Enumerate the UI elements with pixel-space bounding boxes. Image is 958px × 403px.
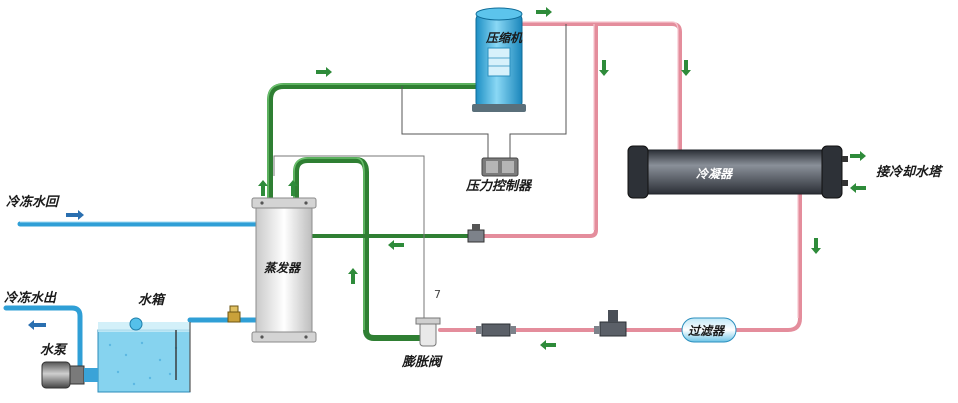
arrow-right-icon — [316, 67, 332, 77]
chilled-water-return-label: 冷冻水回 — [6, 194, 60, 210]
arrow-left-icon — [850, 183, 866, 193]
float-ball — [129, 317, 143, 331]
water-lines — [3, 221, 259, 375]
hot-gas-bypass-line — [478, 22, 598, 238]
chilled-water-out-label: 冷冻水出 — [4, 290, 57, 306]
water-pump-label: 水泵 — [40, 342, 68, 358]
pressure-controller[interactable]: 压力控制器 — [465, 157, 533, 194]
discharge-line-1 — [518, 22, 682, 152]
filter-label: 过滤器 — [688, 324, 726, 338]
suction-line-main — [267, 83, 487, 203]
arrow-left-icon — [388, 240, 404, 250]
liquid-line-condenser — [734, 190, 802, 332]
arrow-up-icon — [348, 268, 358, 284]
pressure-controller-label: 压力控制器 — [465, 178, 533, 194]
compressor-label: 压缩机 — [485, 31, 523, 45]
expansion-to-evaporator-line — [293, 157, 423, 341]
condenser-label: 冷凝器 — [696, 167, 734, 181]
arrow-down-icon — [681, 60, 691, 76]
expansion-valve-label: 膨胀阀 — [401, 354, 443, 370]
arrow-left-icon — [28, 320, 46, 330]
arrow-down-icon — [599, 60, 609, 76]
compressor[interactable]: 压缩机 — [472, 7, 526, 112]
water-tank[interactable]: 水箱 — [97, 292, 191, 393]
arrow-down-icon — [811, 238, 821, 254]
condenser[interactable]: 冷凝器 — [627, 145, 848, 199]
bypass-valve[interactable] — [467, 224, 485, 243]
chilled-water-out-pipe — [3, 305, 83, 375]
control-lines — [273, 24, 567, 320]
water-valve[interactable] — [227, 305, 241, 323]
arrow-right-icon — [66, 210, 84, 220]
arrow-right-icon — [536, 7, 552, 17]
arrow-up-icon — [288, 180, 298, 196]
flow-arrows — [28, 7, 866, 350]
compressor-nameplate — [487, 47, 511, 77]
evaporator[interactable]: 蒸发器 — [251, 197, 317, 343]
evaporator-label: 蒸发器 — [264, 261, 302, 275]
valve-number-label: 7 — [434, 288, 441, 301]
filter-drier[interactable]: 过滤器 — [681, 317, 737, 343]
cooling-tower-label: 接冷却水塔 — [876, 164, 944, 180]
expansion-valve[interactable]: 膨胀阀 7 — [401, 288, 443, 370]
water-pump[interactable]: 水泵 — [40, 342, 98, 389]
arrow-up-icon — [258, 180, 268, 196]
water-tank-label: 水箱 — [138, 292, 167, 308]
arrow-left-icon — [540, 340, 556, 350]
arrow-right-icon — [850, 151, 866, 161]
sight-glass[interactable] — [476, 323, 516, 337]
solenoid-valve[interactable] — [594, 310, 627, 337]
